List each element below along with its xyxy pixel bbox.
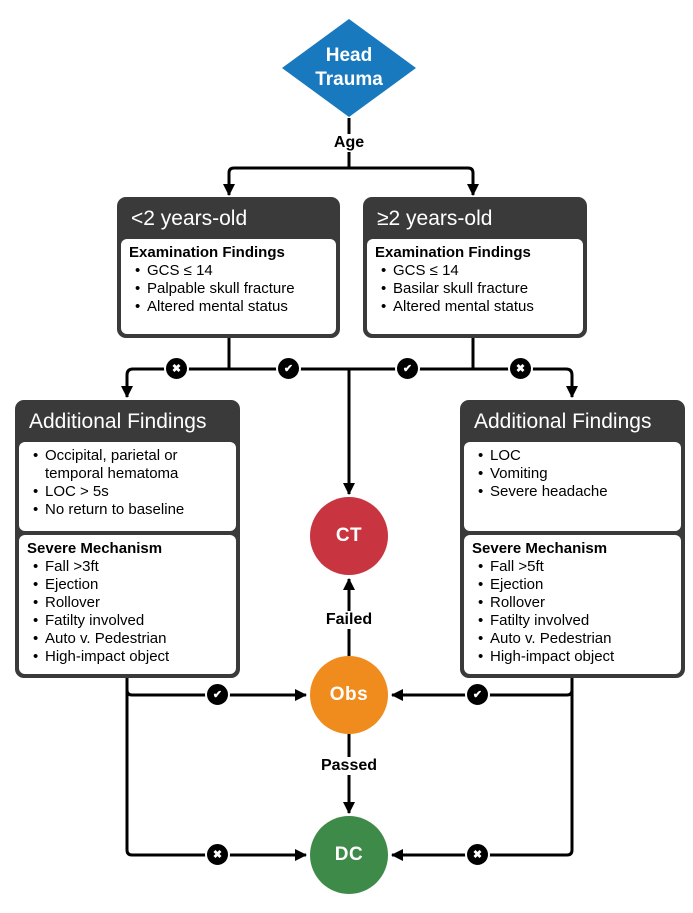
additional-under2-findings-panel: Occipital, parietal or temporal hematoma… xyxy=(19,442,236,531)
edge-left-additional-to-dc xyxy=(125,678,307,861)
mechanism-item: Auto v. Pedestrian xyxy=(477,630,673,648)
finding-item: Severe headache xyxy=(477,483,673,501)
additional-over2-findings-panel: LOC Vomiting Severe headache xyxy=(464,442,681,531)
obs-node: Obs xyxy=(310,656,388,734)
mechanism-item: Fatilty involved xyxy=(32,612,228,630)
over2-title: ≥2 years-old xyxy=(377,207,493,230)
mechanism-item: Rollover xyxy=(477,594,673,612)
additional-over2-title: Additional Findings xyxy=(474,410,652,433)
mechanism-item: Fall >3ft xyxy=(32,558,228,576)
under2-box: <2 years-old Examination Findings GCS ≤ … xyxy=(117,197,340,338)
head-trauma-label: Head Trauma xyxy=(315,45,383,90)
check-icon: ✔ xyxy=(395,356,420,381)
finding-item: GCS ≤ 14 xyxy=(380,262,575,280)
over2-exam-heading: Examination Findings xyxy=(375,244,531,261)
additional-over2-box: Additional Findings LOC Vomiting Severe … xyxy=(460,400,685,678)
over2-exam-panel: Examination Findings GCS ≤ 14 Basilar sk… xyxy=(367,239,583,334)
mechanism-item: Fatilty involved xyxy=(477,612,673,630)
edge-under2-to-additional xyxy=(121,367,229,398)
edge-age-split-bar xyxy=(227,166,475,192)
edge-right-additional-to-dc xyxy=(391,678,574,861)
cross-icon: ✖ xyxy=(205,842,230,867)
over2-box: ≥2 years-old Examination Findings GCS ≤ … xyxy=(363,197,587,338)
finding-item: LOC xyxy=(477,447,673,465)
additional-under2-findings-list: Occipital, parietal or temporal hematoma… xyxy=(27,447,228,519)
mechanism-item: Ejection xyxy=(32,576,228,594)
under2-exam-list: GCS ≤ 14 Palpable skull fracture Altered… xyxy=(129,262,328,316)
mechanism-item: Rollover xyxy=(32,594,228,612)
additional-under2-mechanism-list: Fall >3ft Ejection Rollover Fatilty invo… xyxy=(27,558,228,666)
additional-over2-mechanism-panel: Severe Mechanism Fall >5ft Ejection Roll… xyxy=(464,535,681,674)
mechanism-item: Ejection xyxy=(477,576,673,594)
under2-exam-panel: Examination Findings GCS ≤ 14 Palpable s… xyxy=(121,239,336,334)
additional-under2-box: Additional Findings Occipital, parietal … xyxy=(15,400,240,678)
ct-node: CT xyxy=(310,497,388,575)
finding-item: Altered mental status xyxy=(380,298,575,316)
additional-over2-mechanism-list: Fall >5ft Ejection Rollover Fatilty invo… xyxy=(472,558,673,666)
finding-item: GCS ≤ 14 xyxy=(134,262,328,280)
check-icon: ✔ xyxy=(276,356,301,381)
finding-item: Occipital, parietal or temporal hematoma xyxy=(32,447,228,483)
over2-exam-list: GCS ≤ 14 Basilar skull fracture Altered … xyxy=(375,262,575,316)
under2-title: <2 years-old xyxy=(131,207,248,230)
mechanism-item: Auto v. Pedestrian xyxy=(32,630,228,648)
edge-over2-to-additional xyxy=(473,367,578,398)
check-icon: ✔ xyxy=(465,682,490,707)
check-icon: ✔ xyxy=(205,682,230,707)
finding-item: Vomiting xyxy=(477,465,673,483)
head-trauma-diamond xyxy=(282,19,416,117)
additional-over2-findings-list: LOC Vomiting Severe headache xyxy=(472,447,673,501)
cross-icon: ✖ xyxy=(465,842,490,867)
finding-item: LOC > 5s xyxy=(32,483,228,501)
passed-edge-label: Passed xyxy=(315,757,383,775)
additional-under2-mechanism-panel: Severe Mechanism Fall >3ft Ejection Roll… xyxy=(19,535,236,674)
cross-icon: ✖ xyxy=(508,356,533,381)
mechanism-heading: Severe Mechanism xyxy=(27,540,163,557)
mechanism-heading: Severe Mechanism xyxy=(472,540,608,557)
mechanism-item: Fall >5ft xyxy=(477,558,673,576)
additional-under2-title: Additional Findings xyxy=(29,410,207,433)
finding-item: No return to baseline xyxy=(32,501,228,519)
dc-node: DC xyxy=(310,816,388,894)
finding-item: Basilar skull fracture xyxy=(380,280,575,298)
finding-item: Altered mental status xyxy=(134,298,328,316)
mechanism-item: High-impact object xyxy=(477,648,673,666)
finding-item: Palpable skull fracture xyxy=(134,280,328,298)
age-edge-label: Age xyxy=(328,134,370,152)
under2-exam-heading: Examination Findings xyxy=(129,244,285,261)
mechanism-item: High-impact object xyxy=(32,648,228,666)
failed-edge-label: Failed xyxy=(320,611,378,629)
cross-icon: ✖ xyxy=(164,356,189,381)
